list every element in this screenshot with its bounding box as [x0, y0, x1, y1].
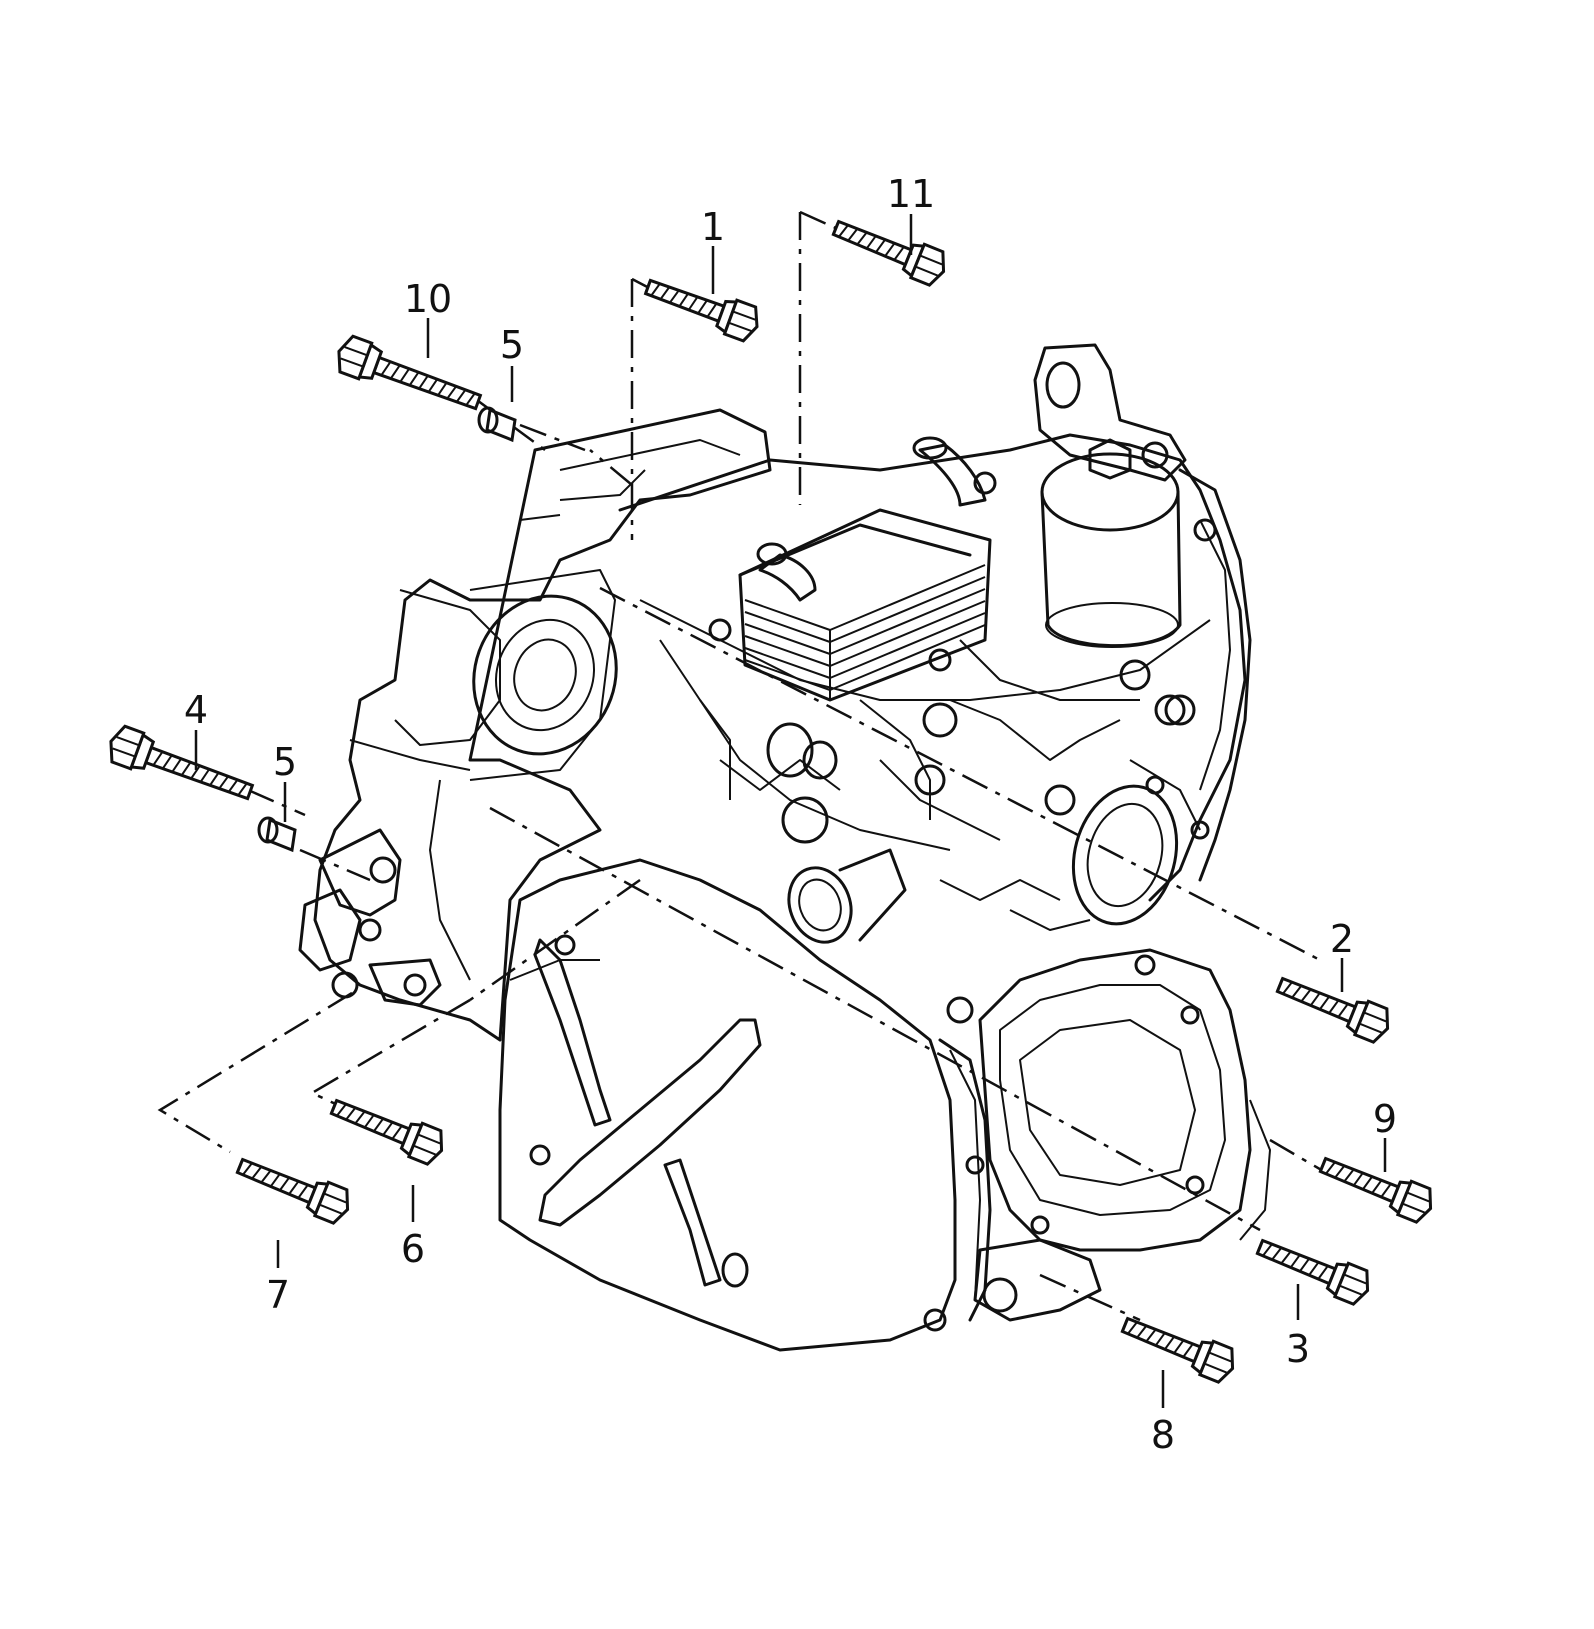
bolt-8 — [1116, 1306, 1241, 1387]
bolt-6 — [325, 1088, 450, 1169]
callout-8: 8 — [1151, 1413, 1175, 1457]
callout-1: 1 — [701, 205, 725, 249]
bolt-4 — [102, 722, 258, 812]
bolt-1 — [640, 268, 765, 346]
callout-7: 7 — [266, 1273, 290, 1317]
callout-4: 4 — [184, 688, 208, 732]
callout-11: 11 — [887, 172, 935, 216]
oil-filter-housing — [1040, 438, 1196, 726]
callout-10: 10 — [404, 277, 452, 321]
callout-labels: 1 2 3 4 5 5 6 7 8 9 10 11 — [184, 172, 1397, 1457]
bolt-2 — [1271, 966, 1396, 1047]
bolt-11 — [827, 209, 952, 290]
transmission-housing — [298, 343, 1271, 1352]
callout-2: 2 — [1330, 917, 1354, 961]
spacer-sleeve-5-upper — [477, 406, 517, 443]
callout-5-upper: 5 — [500, 323, 524, 367]
callout-6: 6 — [401, 1227, 425, 1271]
callout-9: 9 — [1373, 1097, 1397, 1141]
bolt-3 — [1251, 1228, 1376, 1309]
assembly-lines — [157, 210, 1331, 1322]
spacer-sleeve-5-lower — [257, 816, 297, 853]
callout-3: 3 — [1286, 1327, 1310, 1371]
leader-lines — [194, 214, 1387, 1408]
oil-cooler — [708, 436, 997, 702]
bolt-10 — [330, 332, 486, 422]
bolt-7 — [231, 1147, 356, 1228]
callout-5-lower: 5 — [273, 740, 297, 784]
bolt-9 — [1314, 1146, 1439, 1227]
